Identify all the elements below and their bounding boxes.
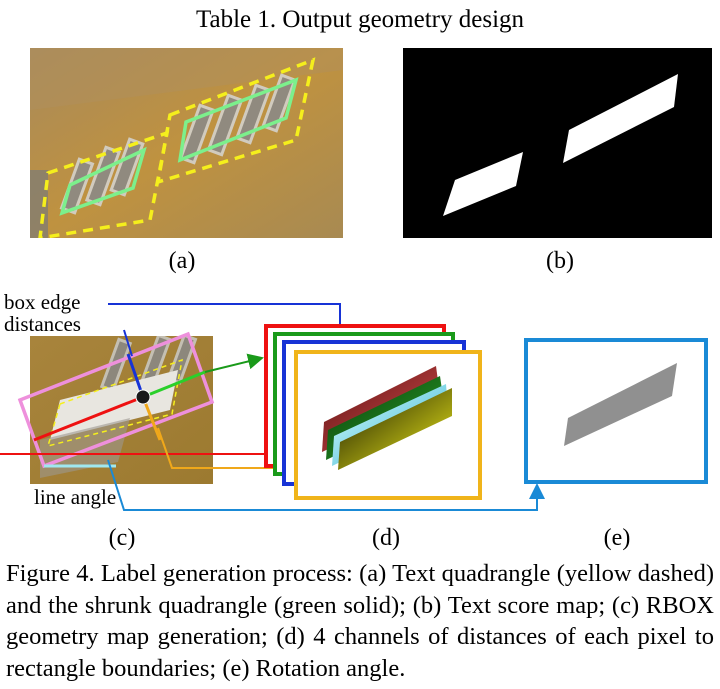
panel-a-image: [30, 48, 343, 238]
orange-distance-line: [141, 396, 162, 441]
table-title: Table 1. Output geometry design: [195, 6, 525, 33]
yellow-dashed-quad-2: [155, 57, 316, 185]
blue-distance-line: [126, 353, 145, 398]
green-arrow: [204, 353, 264, 373]
line-angle-label: line angle: [34, 485, 117, 509]
panel-b-label: (b): [546, 248, 574, 274]
pixel-marker: [135, 389, 151, 405]
panel-e-label: (e): [603, 525, 631, 551]
green-shrunk-quad-1: [59, 146, 147, 216]
panel-e-rotation: [524, 338, 708, 484]
orange-arrow: [157, 427, 294, 476]
panel-c-image: [30, 336, 213, 484]
cyan-arrow: [107, 459, 545, 511]
green-shrunk-quad-2: [177, 77, 299, 163]
red-distance-line: [33, 395, 144, 442]
panel-b-score-map: [403, 48, 712, 238]
panel-d-channels: [264, 324, 482, 500]
green-distance-line: [142, 370, 206, 399]
panel-d-label: (d): [372, 525, 400, 551]
box-edge-label-line2: distances: [4, 312, 81, 336]
blue-arrow-start: [123, 329, 133, 357]
panel-c-label: (c): [108, 525, 136, 551]
panel-a-label: (a): [168, 248, 196, 274]
yellow-dashed-quad-1: [38, 130, 170, 238]
figure-caption: Figure 4. Label generation process: (a) …: [6, 560, 714, 682]
box-edge-label-line1: box edge: [4, 290, 81, 314]
